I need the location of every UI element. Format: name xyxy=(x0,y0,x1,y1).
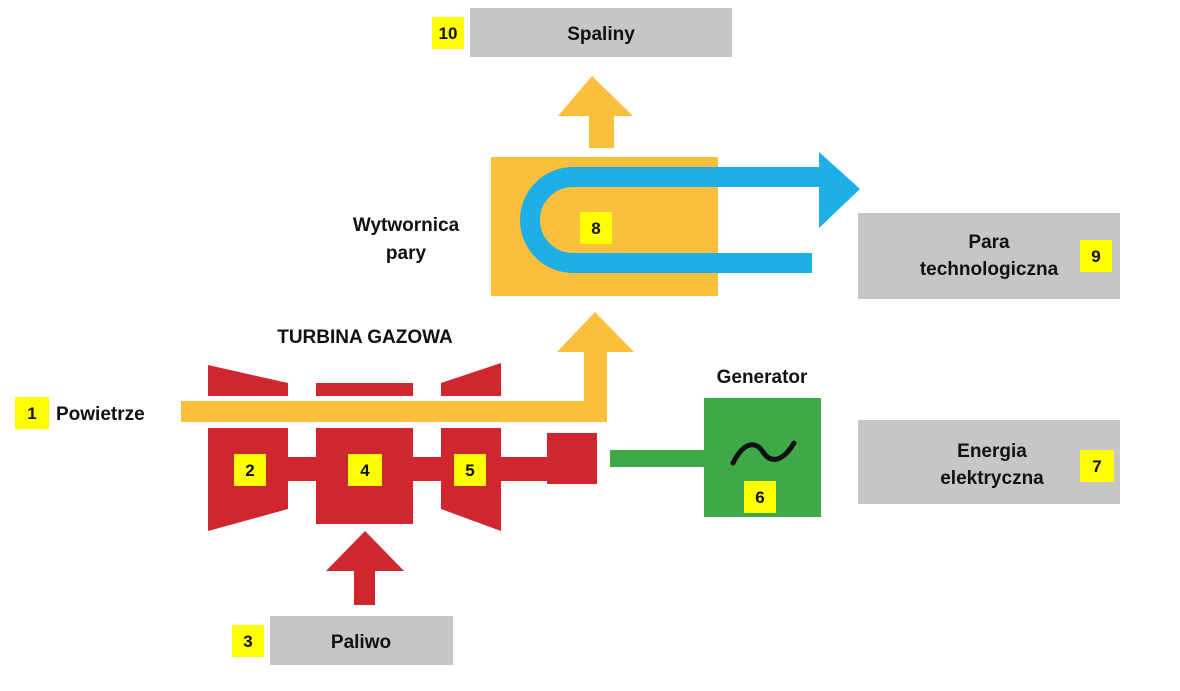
steam-loop xyxy=(520,167,830,273)
badge-9-box xyxy=(1080,240,1112,272)
gas-turbine-label: TURBINA GAZOWA xyxy=(277,327,453,348)
generator-shaft xyxy=(610,450,706,467)
badge-1: 1 xyxy=(27,404,36,423)
badge-4-box xyxy=(348,454,382,486)
compressor-top xyxy=(208,365,288,396)
badge-6: 6 xyxy=(755,488,764,507)
shaft-coupling xyxy=(547,433,597,484)
steam-generator-label-2: pary xyxy=(386,243,427,264)
process-steam-label-1: Para xyxy=(968,232,1010,253)
combustor-top xyxy=(316,383,413,396)
process-steam-label-2: technologiczna xyxy=(920,259,1059,280)
badge-10: 10 xyxy=(439,24,458,43)
fuel-label: Paliwo xyxy=(331,632,391,653)
fuel-box xyxy=(270,616,453,665)
air-flow-duct xyxy=(181,312,634,422)
electricity-box xyxy=(858,420,1120,504)
badge-2-box xyxy=(234,454,266,486)
electricity-label-2: elektryczna xyxy=(940,468,1044,489)
badge-5-box xyxy=(454,454,486,486)
badge-7: 7 xyxy=(1092,457,1101,476)
exhaust-label: Spaliny xyxy=(567,24,635,45)
shaft-1 xyxy=(286,457,318,481)
badge-8-box xyxy=(580,212,612,244)
turbine-top xyxy=(441,363,501,396)
steam-generator-label-1: Wytwornica xyxy=(353,215,460,236)
fuel-arrow xyxy=(326,531,404,605)
badge-8: 8 xyxy=(591,219,600,238)
badge-1-box xyxy=(15,397,49,429)
badge-9: 9 xyxy=(1091,247,1100,266)
exhaust-arrow xyxy=(558,76,633,148)
generator-sine-icon xyxy=(730,440,797,466)
badge-6-box xyxy=(744,481,776,513)
electricity-label-1: Energia xyxy=(957,441,1027,462)
process-steam-box xyxy=(858,213,1120,299)
badge-7-box xyxy=(1080,450,1114,482)
shaft-3 xyxy=(499,457,549,481)
badge-2: 2 xyxy=(245,461,254,480)
steam-arrow-head xyxy=(819,152,860,228)
badge-3: 3 xyxy=(243,632,252,651)
badge-5: 5 xyxy=(465,461,474,480)
exhaust-box xyxy=(470,8,732,57)
badge-3-box xyxy=(232,625,264,657)
generator-label: Generator xyxy=(717,367,808,388)
badge-4: 4 xyxy=(360,461,370,480)
air-label: Powietrze xyxy=(56,404,145,425)
shaft-2 xyxy=(411,457,443,481)
badge-10-box xyxy=(432,17,464,49)
